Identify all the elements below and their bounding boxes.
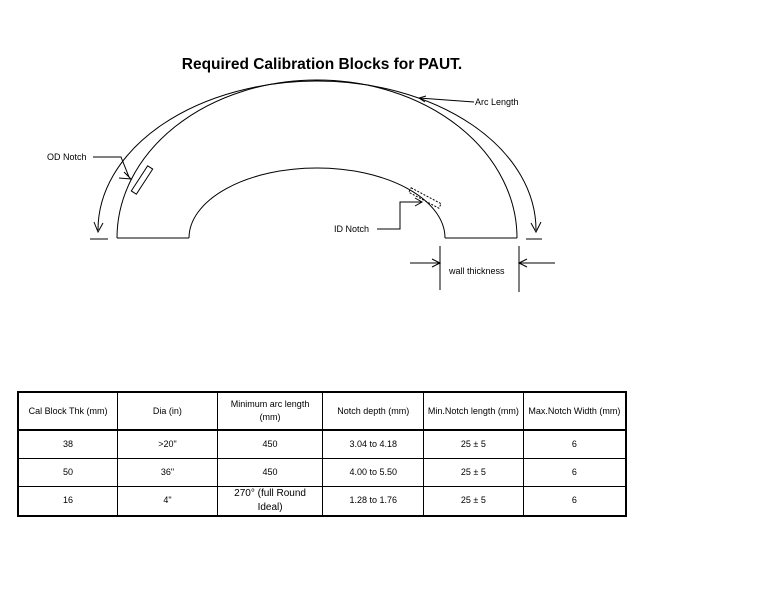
- cell-min-notch-length: 25 ± 5: [423, 429, 524, 459]
- od-notch-mark: [130, 165, 154, 195]
- arc-length-label: Arc Length: [475, 97, 519, 107]
- cell-max-notch-width: 6: [522, 457, 627, 487]
- arc-length-leader-head: [417, 95, 427, 103]
- header-cal-block-thk: Cal Block Thk (mm): [17, 391, 119, 431]
- od-notch-arrowhead: [118, 171, 133, 180]
- id-notch-leader: [377, 201, 421, 230]
- od-notch-leader: [93, 156, 130, 178]
- wall-thickness-arrowhead-right: [517, 258, 528, 268]
- header-min-arc-length: Minimum arc length (mm): [216, 391, 324, 431]
- cell-dia: 4": [117, 485, 218, 516]
- cell-min-arc-length: 450: [216, 457, 324, 487]
- cell-notch-depth: 3.04 to 4.18: [322, 429, 425, 459]
- table-header-row: Cal Block Thk (mm) Dia (in) Minimum arc …: [17, 391, 627, 431]
- arc-length-leader: [418, 97, 475, 103]
- header-max-notch-width: Max.Notch Width (mm): [522, 391, 627, 431]
- od-notch-label: OD Notch: [47, 152, 87, 162]
- header-min-notch-length: Min.Notch length (mm): [423, 391, 524, 431]
- cell-notch-depth: 4.00 to 5.50: [322, 457, 425, 487]
- table-row: 16 4" 270° (full Round Ideal) 1.28 to 1.…: [17, 485, 627, 516]
- cell-cal-block-thk: 50: [17, 457, 119, 487]
- calibration-table: Cal Block Thk (mm) Dia (in) Minimum arc …: [17, 391, 627, 517]
- cell-min-notch-length: 25 ± 5: [423, 457, 524, 487]
- arc-arrowhead-right: [530, 221, 542, 234]
- table-row: 50 36" 450 4.00 to 5.50 25 ± 5 6: [17, 457, 627, 487]
- arc-arrowhead-left: [93, 221, 104, 234]
- cell-min-arc-length: 450: [216, 429, 324, 459]
- id-notch-label: ID Notch: [334, 224, 370, 234]
- block-inner-arc: [188, 167, 446, 239]
- cell-cal-block-thk: 38: [17, 429, 119, 459]
- cell-dia: >20": [117, 429, 218, 459]
- cell-dia: 36": [117, 457, 218, 487]
- cell-cal-block-thk: 16: [17, 485, 119, 516]
- id-notch-arrowhead: [414, 197, 424, 207]
- block-outer-arc: [116, 79, 518, 239]
- calibration-block-diagram: [90, 79, 555, 292]
- cell-notch-depth: 1.28 to 1.76: [322, 485, 425, 516]
- cell-max-notch-width: 6: [522, 429, 627, 459]
- header-dia: Dia (in): [117, 391, 218, 431]
- cell-min-notch-length: 25 ± 5: [423, 485, 524, 516]
- arc-length-arrow: [97, 80, 537, 231]
- wall-thickness-label: wall thickness: [449, 266, 505, 276]
- id-notch-mark: [408, 187, 442, 209]
- page-title: Required Calibration Blocks for PAUT.: [181, 56, 463, 73]
- wall-thickness-arrowhead-left: [431, 258, 442, 268]
- cell-max-notch-width: 6: [522, 485, 627, 516]
- table-row: 38 >20" 450 3.04 to 4.18 25 ± 5 6: [17, 429, 627, 459]
- cell-min-arc-length: 270° (full Round Ideal): [216, 485, 324, 516]
- header-notch-depth: Notch depth (mm): [322, 391, 425, 431]
